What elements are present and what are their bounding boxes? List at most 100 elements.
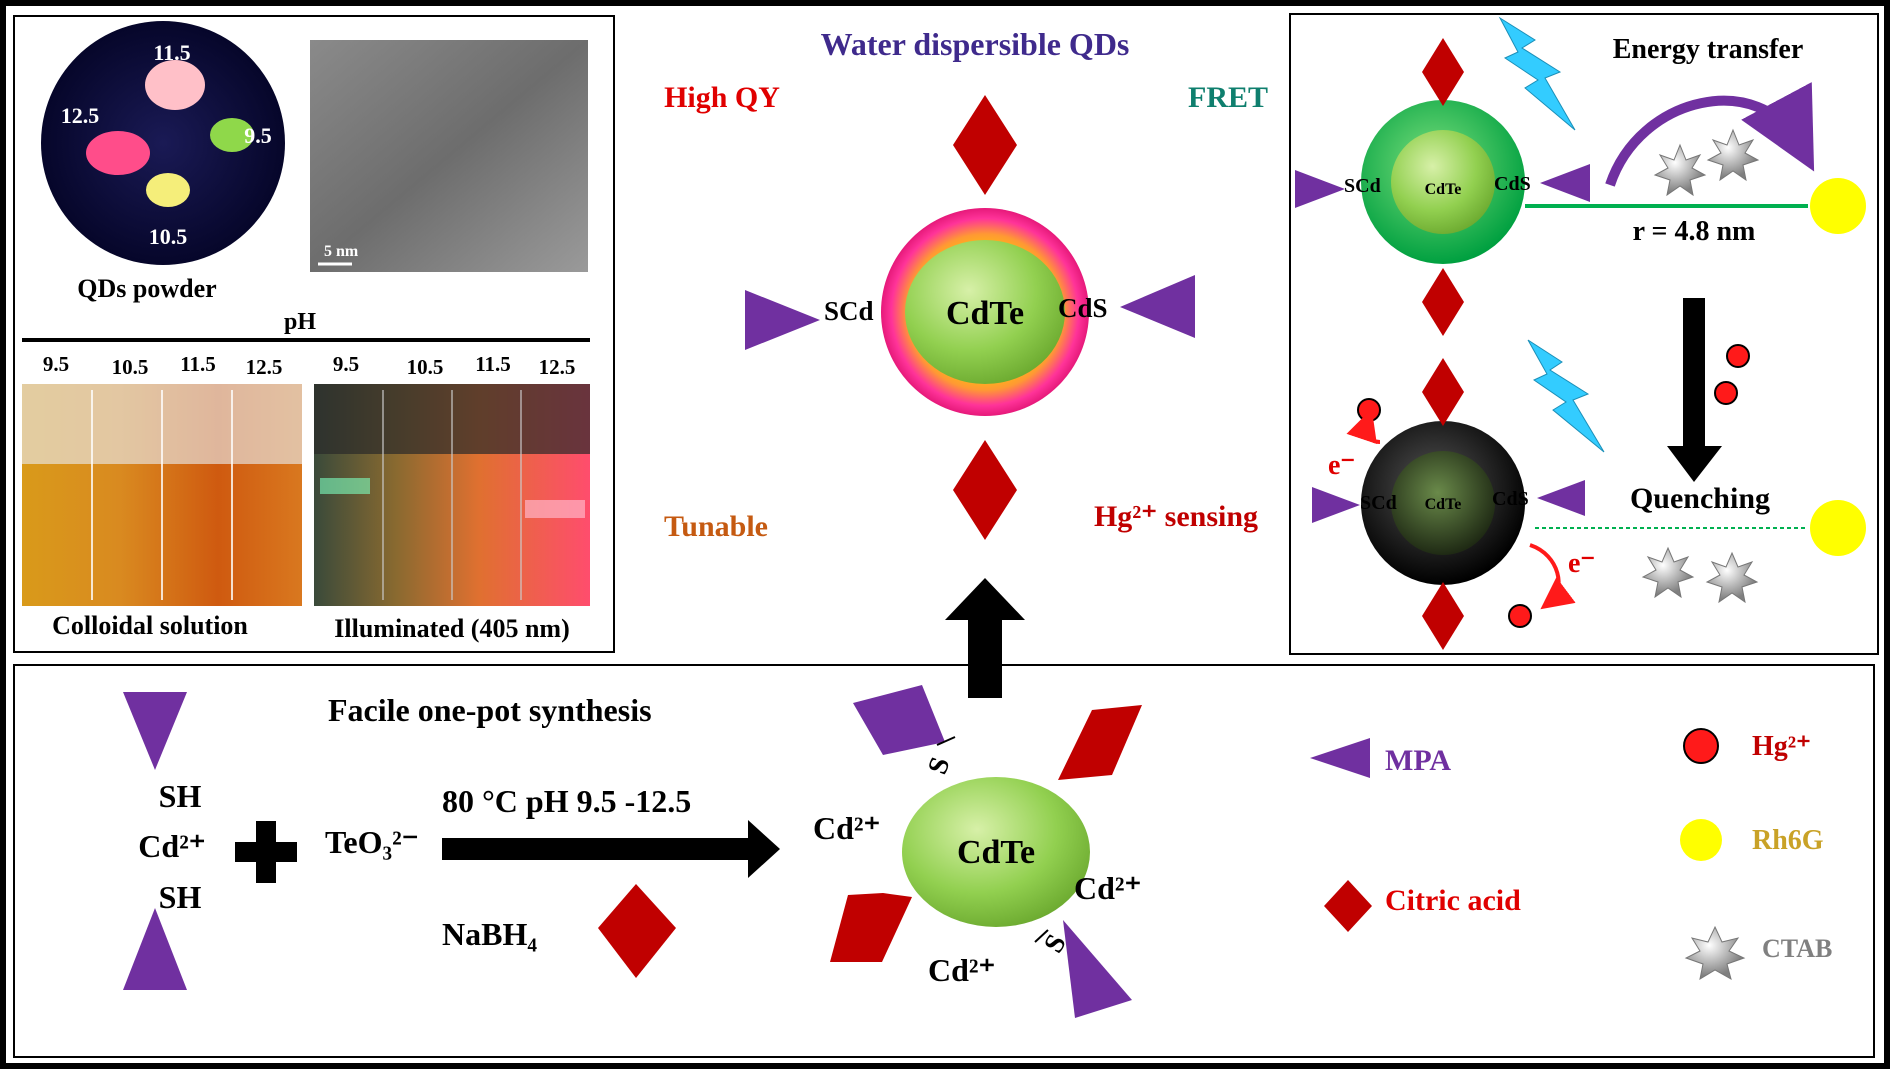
product-core-label: CdTe — [956, 834, 1036, 871]
fluor-label-9-5: 9.5 — [244, 123, 272, 148]
quenched-mpa-left — [1312, 487, 1360, 523]
top-right-panel-frame — [1289, 13, 1879, 655]
product-cd-left: Cd²⁺ — [813, 810, 881, 846]
center-core-label: CdTe — [945, 295, 1025, 332]
fret-mpa-right — [1540, 164, 1590, 202]
legend-ctab-icon — [1684, 925, 1746, 981]
powder-magenta — [86, 131, 150, 175]
hg-ion-3 — [1357, 398, 1381, 422]
right-vial-ph-1: 9.5 — [332, 352, 360, 376]
bottom-panel-frame — [13, 664, 1875, 1058]
product-citric-bottomleft — [830, 893, 912, 962]
legend-mpa-label: MPA — [1385, 744, 1452, 777]
ph-header: pH — [283, 309, 317, 335]
synthesis-title: Facile one-pot synthesis — [328, 692, 652, 728]
mpa-reactant-bottom — [123, 908, 187, 990]
legend-hg-icon — [1683, 728, 1719, 764]
high-qy-label: High QY — [664, 81, 780, 114]
tem-image — [310, 40, 588, 272]
right-vial-ph-4: 12.5 — [538, 355, 576, 379]
powder-pink-light — [145, 60, 205, 110]
product-cd-right: Cd²⁺ — [1074, 870, 1142, 906]
fret-citric-top — [1422, 38, 1464, 106]
fret-right-bond: CdS — [1494, 173, 1531, 195]
quenched-mpa-right — [1537, 480, 1585, 516]
nabh4-reductant: NaBH₄ — [442, 916, 537, 952]
quenching-arrow-shaft — [1683, 298, 1705, 448]
center-citric-bottom — [953, 440, 1017, 540]
fluor-label-11-5: 11.5 — [153, 40, 191, 65]
sh-bottom: SH — [158, 879, 202, 915]
tunable-label: Tunable — [664, 510, 768, 543]
center-mpa-left — [745, 290, 820, 350]
ctab-top-2 — [1706, 128, 1760, 182]
left-vial-ph-4: 12.5 — [245, 355, 283, 379]
synthesis-up-arrow-shaft — [968, 618, 1002, 698]
fret-mpa-left — [1295, 170, 1345, 208]
quenched-qd-core — [1391, 451, 1495, 555]
fluor-label-10-5: 10.5 — [148, 224, 188, 249]
fret-citric-bottom — [1422, 268, 1464, 336]
powder-green — [210, 118, 254, 152]
legend-ctab-label: CTAB — [1762, 934, 1833, 963]
cd-ion-reactant: Cd²⁺ — [138, 828, 206, 864]
center-mpa-right — [1120, 275, 1195, 338]
powder-caption: QDs powder — [77, 274, 217, 303]
fluorescent-powder-disk — [41, 21, 285, 265]
right-vial-ph-2: 10.5 — [406, 355, 444, 379]
electron-label-right: e⁻ — [1568, 548, 1596, 579]
rh6g-dye-bottom — [1810, 500, 1866, 556]
lightning-bolt-top — [1498, 16, 1576, 131]
illuminated-caption: Illuminated (405 nm) — [334, 614, 570, 643]
product-cdte-core — [902, 777, 1090, 927]
top-left-panel-frame — [13, 15, 615, 653]
quenched-right-bond: CdS — [1492, 488, 1529, 510]
citric-reactant — [598, 884, 676, 978]
quenched-left-bond: SCd — [1360, 492, 1397, 514]
product-mpa-top — [853, 685, 945, 755]
lightning-bolt-bottom — [1527, 339, 1605, 453]
quenched-citric-top — [1422, 358, 1464, 426]
legend-rh6g-label: Rh6G — [1752, 825, 1824, 856]
left-vial-ph-3: 11.5 — [180, 352, 216, 376]
reaction-conditions: 80 °C pH 9.5 -12.5 — [442, 783, 692, 819]
center-qd-core — [905, 240, 1065, 384]
center-title: Water dispersible QDs — [820, 26, 1130, 62]
ctab-bottom-1 — [1641, 546, 1695, 599]
legend-citric-icon — [1324, 880, 1372, 932]
synthesis-up-arrow-head — [945, 578, 1025, 620]
fret-qd-core — [1391, 130, 1495, 234]
left-vial-ph-1: 9.5 — [42, 352, 70, 376]
tem-scale-label: 5 nm — [324, 243, 359, 260]
colloidal-caption: Colloidal solution — [52, 611, 248, 640]
fluor-label-12-5: 12.5 — [60, 103, 100, 128]
electron-label-left: e⁻ — [1328, 450, 1356, 481]
legend-hg-label: Hg²⁺ — [1752, 731, 1811, 762]
rh6g-dye-top — [1810, 178, 1866, 234]
powder-yellow — [146, 173, 190, 207]
legend-mpa-icon — [1310, 738, 1370, 778]
mpa-reactant-top — [123, 692, 187, 770]
tellurite-reactant: TeO₃²⁻ — [325, 824, 419, 860]
sh-top: SH — [158, 778, 202, 814]
center-citric-top — [953, 95, 1017, 195]
hg-sensing-label: Hg²⁺ sensing — [1093, 500, 1259, 533]
center-right-bond: CdS — [1058, 293, 1108, 323]
ctab-top-1 — [1653, 143, 1707, 197]
quenching-label: Quenching — [1629, 482, 1771, 515]
right-vial-ph-3: 11.5 — [475, 352, 511, 376]
distance-label: r = 4.8 nm — [1632, 216, 1756, 247]
fret-label: FRET — [1187, 81, 1269, 114]
fret-core-label: CdTe — [1424, 181, 1462, 198]
product-mpa-bottom — [1063, 920, 1132, 1018]
quenching-arrow-head — [1667, 446, 1722, 482]
hg-ion-2 — [1714, 381, 1738, 405]
electron-arrow-right — [1529, 543, 1576, 610]
energy-transfer-label: Energy transfer — [1612, 34, 1804, 65]
electron-arrow-left — [1346, 408, 1381, 445]
legend-rh6g-icon — [1680, 819, 1722, 861]
quenched-citric-bottom — [1422, 582, 1464, 650]
